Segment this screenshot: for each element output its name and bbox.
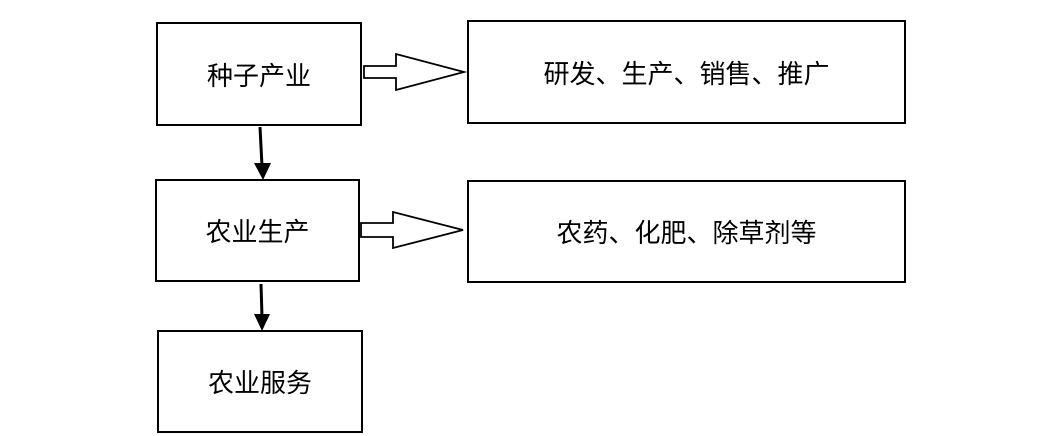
production-to-inputs-arrow — [360, 210, 464, 250]
seed-industry-label: 种子产业 — [206, 61, 311, 92]
production-inputs-label: 农药、化肥、除草剂等 — [556, 219, 817, 249]
production-inputs-box: 农药、化肥、除草剂等 — [467, 180, 906, 283]
seed-industry-box: 种子产业 — [156, 22, 362, 126]
seed-to-production-arrow — [254, 126, 271, 180]
production-to-services-arrow — [254, 283, 270, 331]
agricultural-production-label: 农业生产 — [205, 218, 310, 248]
seed-to-activities-arrow — [363, 52, 468, 92]
agricultural-services-label: 农业服务 — [207, 369, 312, 399]
agricultural-production-box: 农业生产 — [155, 179, 360, 282]
agricultural-services-box: 农业服务 — [157, 330, 363, 433]
seed-activities-box: 研发、生产、销售、推广 — [467, 20, 906, 124]
seed-activities-label: 研发、生产、销售、推广 — [543, 59, 830, 90]
